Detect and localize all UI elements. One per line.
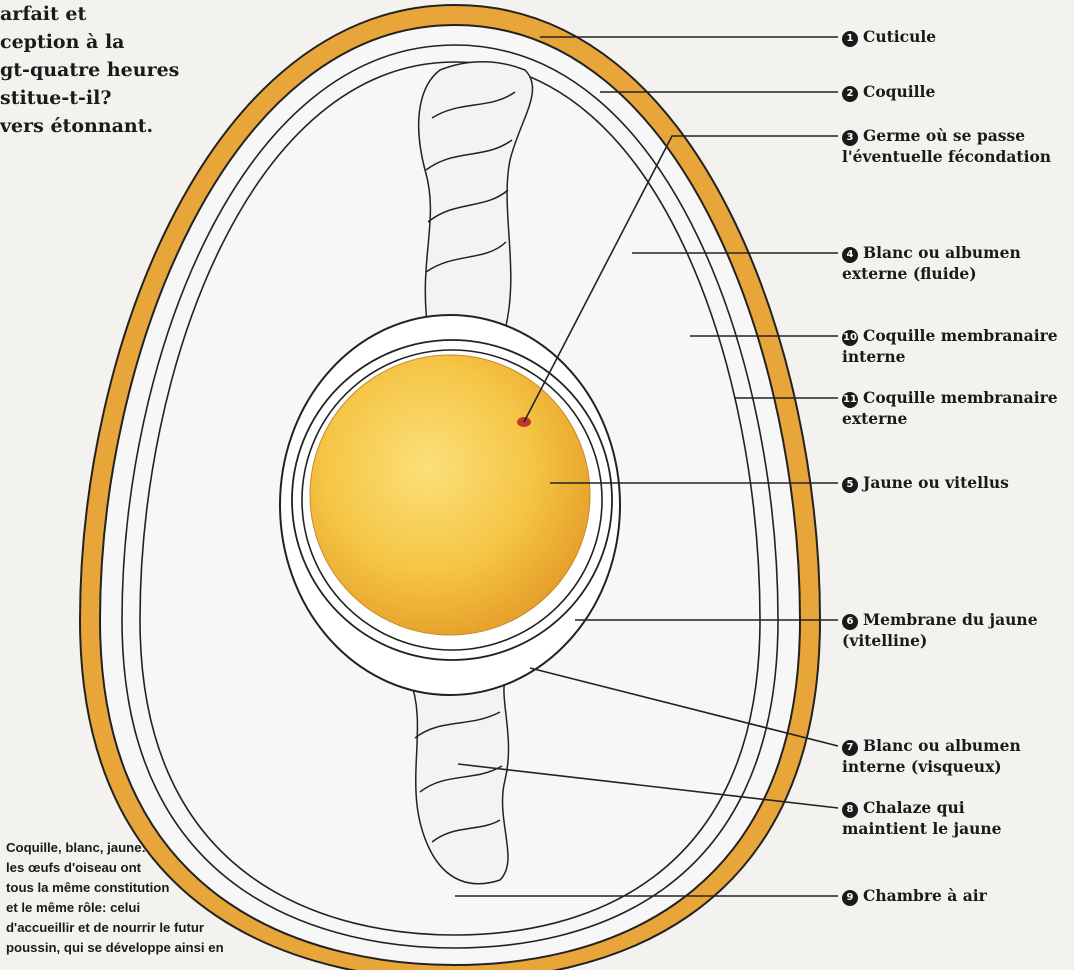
label-text: l'éventuelle fécondation [842, 146, 1051, 167]
intro-line: arfait et [0, 0, 300, 28]
label-blanc-interne: 7 Blanc ou albumen interne (visqueux) [842, 735, 1021, 777]
intro-line: gt-quatre heures [0, 56, 300, 84]
label-number-badge: 2 [842, 86, 858, 102]
label-text: Jaune ou vitellus [863, 473, 1009, 492]
yolk [310, 355, 590, 635]
caption: Coquille, blanc, jaune: les œufs d'oisea… [6, 838, 268, 958]
intro-line: ception à la [0, 28, 300, 56]
label-number-badge: 3 [842, 130, 858, 146]
label-text: Coquille membranaire [863, 326, 1058, 345]
label-text: Blanc ou albumen [863, 736, 1021, 755]
label-text: maintient le jaune [842, 818, 1002, 839]
label-text: Membrane du jaune [863, 610, 1038, 629]
label-text: Germe où se passe [863, 126, 1025, 145]
caption-line: poussin, qui se développe ainsi en [6, 938, 268, 958]
label-number-badge: 4 [842, 247, 858, 263]
label-text: interne (visqueux) [842, 756, 1021, 777]
label-text: Coquille [863, 82, 935, 101]
label-text: interne [842, 346, 1058, 367]
caption-line: d'accueillir et de nourrir le futur [6, 918, 268, 938]
label-number-badge: 1 [842, 31, 858, 47]
label-text: (vitelline) [842, 630, 1038, 651]
label-text: externe (fluide) [842, 263, 1021, 284]
label-germe: 3 Germe où se passe l'éventuelle fécondat… [842, 125, 1051, 167]
label-chambre-air: 9 Chambre à air [842, 885, 987, 906]
label-number-badge: 10 [842, 330, 858, 346]
label-number-badge: 7 [842, 740, 858, 756]
label-text: externe [842, 408, 1058, 429]
caption-line: les œufs d'oiseau ont [6, 858, 268, 878]
label-membrane-jaune: 6 Membrane du jaune (vitelline) [842, 609, 1038, 651]
label-number-badge: 9 [842, 890, 858, 906]
label-coquille-membranaire-externe: 11 Coquille membranaire externe [842, 387, 1058, 429]
label-text: Chambre à air [863, 886, 987, 905]
label-chalaze: 8 Chalaze qui maintient le jaune [842, 797, 1002, 839]
caption-line: Coquille, blanc, jaune: [6, 838, 268, 858]
label-coquille: 2 Coquille [842, 81, 935, 102]
label-number-badge: 6 [842, 614, 858, 630]
intro-text: arfait et ception à la gt-quatre heures … [0, 0, 300, 140]
label-blanc-externe: 4 Blanc ou albumen externe (fluide) [842, 242, 1021, 284]
label-text: Cuticule [863, 27, 936, 46]
caption-line: tous la même constitution [6, 878, 268, 898]
label-text: Chalaze qui [863, 798, 965, 817]
label-cuticule: 1 Cuticule [842, 26, 936, 47]
label-text: Blanc ou albumen [863, 243, 1021, 262]
label-jaune: 5 Jaune ou vitellus [842, 472, 1009, 493]
caption-line: et le même rôle: celui [6, 898, 268, 918]
intro-line: vers étonnant. [0, 112, 300, 140]
label-number-badge: 8 [842, 802, 858, 818]
label-coquille-membranaire-interne: 10 Coquille membranaire interne [842, 325, 1058, 367]
label-text: Coquille membranaire [863, 388, 1058, 407]
label-number-badge: 11 [842, 392, 858, 408]
label-number-badge: 5 [842, 477, 858, 493]
intro-line: stitue-t-il? [0, 84, 300, 112]
